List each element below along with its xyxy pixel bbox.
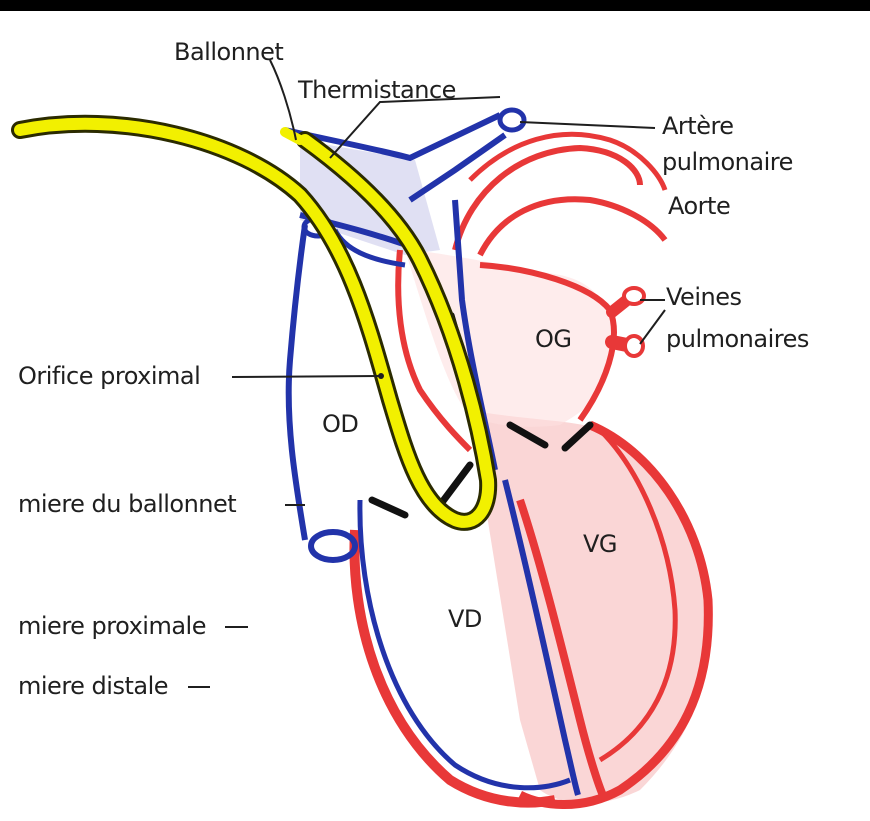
label-thermistance: Thermistance	[298, 76, 456, 104]
tricuspid-valve-left	[372, 500, 405, 515]
label-lumiere-distale: miere distale	[18, 672, 168, 700]
label-ballonnet: Ballonnet	[174, 38, 283, 66]
pulmonary-vein-lower-ring	[625, 336, 643, 356]
leader-orifice-proximal	[232, 376, 380, 377]
svc-outline	[289, 225, 305, 540]
label-veines-pulmonaires-2: pulmonaires	[666, 325, 809, 353]
pulmonary-vein-upper-ring	[624, 288, 644, 304]
label-aorte: Aorte	[668, 192, 730, 220]
label-lumiere-ballonnet: miere du ballonnet	[18, 490, 236, 518]
aorta-vessel-inner	[480, 199, 665, 255]
aorta-vessel	[455, 148, 640, 250]
label-lumiere-proximale: miere proximale	[18, 612, 206, 640]
orifice-proximal-dot	[378, 373, 384, 379]
label-veines-pulmonaires-1: Veines	[666, 283, 741, 311]
label-artere-pulmonaire-1: Artère	[662, 112, 734, 140]
label-orifice-proximal: Orifice proximal	[18, 362, 200, 390]
label-vd: VD	[448, 605, 482, 633]
pulmonary-artery-ring	[500, 110, 524, 130]
tricuspid-valve-right	[440, 465, 470, 505]
label-vg: VG	[583, 530, 617, 558]
ivc-ring	[311, 532, 355, 560]
leader-artere	[520, 122, 655, 128]
label-artere-pulmonaire-2: pulmonaire	[662, 148, 793, 176]
label-od: OD	[322, 410, 358, 438]
label-og: OG	[535, 325, 572, 353]
catheter-tip	[285, 132, 300, 140]
leader-veines-lower	[640, 310, 665, 344]
